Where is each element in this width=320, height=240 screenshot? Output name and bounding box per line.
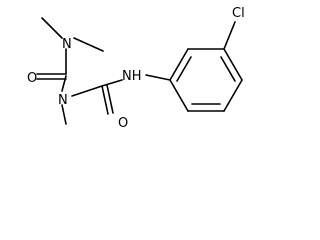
bonds — [36, 17, 243, 125]
atom-n-methyl: N — [58, 93, 68, 108]
atom-nh: NH — [122, 69, 142, 84]
ring-bond-1-inner — [176, 56, 192, 82]
bond-carbonyl-lower-to-nh — [101, 79, 123, 87]
atom-labels: N O N O NH Cl — [27, 6, 245, 131]
bond-ring-to-cl — [223, 21, 236, 50]
bond-n-methyl-to-methyl — [61, 104, 67, 125]
bond-carbonyl-upper-to-n-methyl — [61, 75, 67, 92]
bond-nh-to-ring — [145, 74, 171, 81]
bond-n-to-methyl-b — [73, 37, 104, 52]
ring-bond-1 — [169, 48, 189, 81]
bond-n-methyl-to-carbonyl-lower — [71, 85, 103, 97]
ring-bond-6 — [169, 79, 189, 112]
atom-o-lower: O — [118, 116, 128, 131]
bond-carbonyl-lower-to-o-2 — [106, 84, 114, 114]
ring-bond-3 — [223, 48, 243, 81]
molecule-structure: N O N O NH Cl — [27, 6, 245, 131]
atom-cl: Cl — [232, 6, 245, 21]
atom-o-upper: O — [27, 71, 37, 86]
ring-bond-4 — [223, 79, 243, 112]
ring-bond-3-inner — [220, 56, 236, 82]
atom-n-dimethyl: N — [62, 37, 72, 52]
bond-carbonyl-lower-to-o-1 — [101, 85, 109, 115]
bond-methyl-a-to-n — [41, 17, 63, 39]
